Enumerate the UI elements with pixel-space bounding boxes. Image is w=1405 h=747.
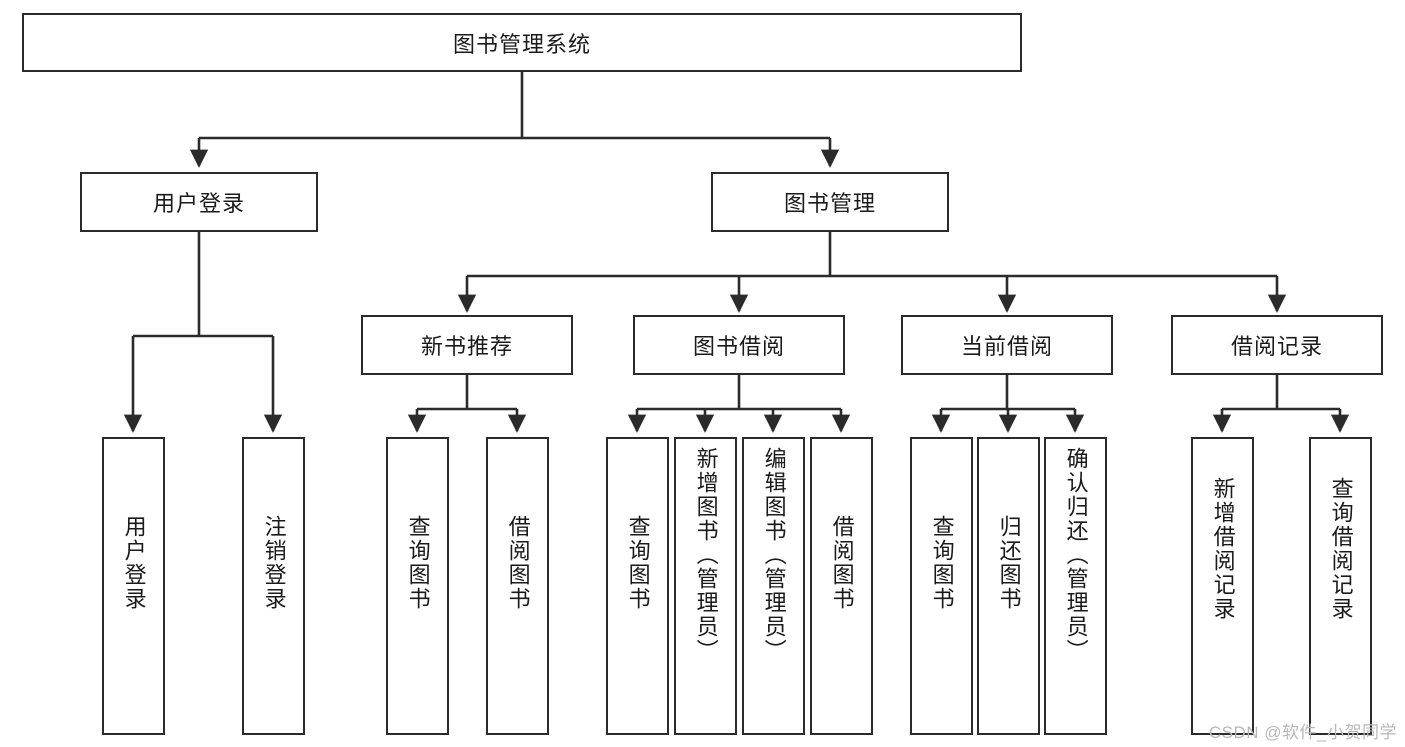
node-label: 归还图书 — [996, 515, 1022, 611]
leaf-query-record[interactable]: 查询借阅记录 — [1309, 437, 1372, 735]
node-label: 查询图书 — [625, 515, 651, 611]
node-current-borrow[interactable]: 当前借阅 — [901, 315, 1113, 375]
node-label: 新增借阅记录 — [1210, 477, 1236, 621]
node-label: 查询图书 — [405, 515, 431, 611]
leaf-query-book-3[interactable]: 查询图书 — [910, 437, 973, 735]
node-label: 当前借阅 — [960, 334, 1053, 359]
node-label: 新增图书（管理员） — [693, 447, 719, 663]
node-label: 图书管理 — [783, 191, 876, 216]
csdn-watermark: CSDN @软件_小贺同学 — [1208, 723, 1397, 742]
node-label: 用户登录 — [121, 515, 147, 611]
node-label: 图书借阅 — [692, 334, 785, 359]
leaf-logout-login[interactable]: 注销登录 — [242, 437, 305, 735]
leaf-add-book[interactable]: 新增图书（管理员） — [674, 437, 737, 735]
leaf-confirm-return[interactable]: 确认归还（管理员） — [1044, 437, 1107, 735]
leaf-return-book[interactable]: 归还图书 — [977, 437, 1040, 735]
node-label: 查询借阅记录 — [1328, 477, 1354, 621]
node-label: 借阅图书 — [829, 515, 855, 611]
leaf-borrow-book-2[interactable]: 借阅图书 — [810, 437, 873, 735]
node-root-system[interactable]: 图书管理系统 — [22, 13, 1022, 72]
node-label: 借阅记录 — [1230, 334, 1323, 359]
leaf-borrow-book-1[interactable]: 借阅图书 — [486, 437, 549, 735]
node-label: 编辑图书（管理员） — [761, 447, 787, 663]
leaf-add-record[interactable]: 新增借阅记录 — [1191, 437, 1254, 735]
leaf-query-book-1[interactable]: 查询图书 — [386, 437, 449, 735]
node-label: 新书推荐 — [420, 334, 513, 359]
node-label: 图书管理系统 — [452, 31, 591, 57]
node-book-borrow[interactable]: 图书借阅 — [633, 315, 845, 375]
node-user-login[interactable]: 用户登录 — [80, 172, 318, 232]
leaf-query-book-2[interactable]: 查询图书 — [606, 437, 669, 735]
node-borrow-record[interactable]: 借阅记录 — [1171, 315, 1383, 375]
node-new-book-recommend[interactable]: 新书推荐 — [361, 315, 573, 375]
node-label: 查询图书 — [929, 515, 955, 611]
node-label: 注销登录 — [261, 515, 287, 611]
node-label: 确认归还（管理员） — [1063, 447, 1089, 663]
leaf-edit-book[interactable]: 编辑图书（管理员） — [742, 437, 805, 735]
node-label: 用户登录 — [152, 191, 245, 216]
node-label: 借阅图书 — [505, 515, 531, 611]
node-book-manage[interactable]: 图书管理 — [711, 172, 949, 232]
leaf-user-login[interactable]: 用户登录 — [102, 437, 165, 735]
